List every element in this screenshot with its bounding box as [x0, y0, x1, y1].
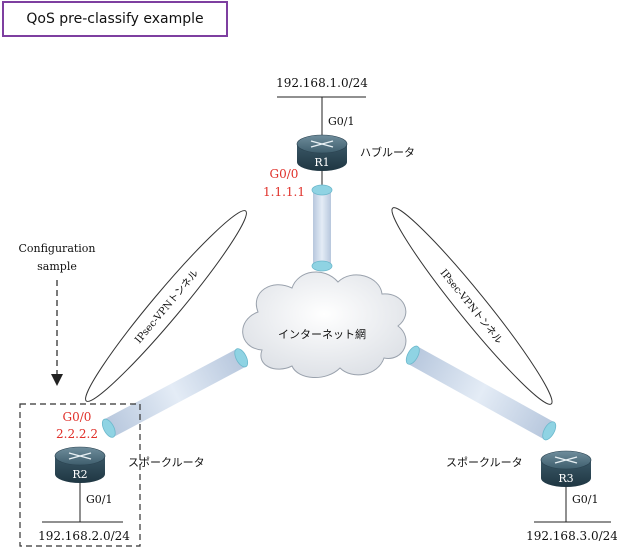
r1-lan-if: G0/1 [328, 115, 355, 128]
config-note-line2: sample [37, 260, 77, 273]
tube-r3-internet [405, 345, 557, 441]
config-sample-box [19, 403, 141, 547]
r2-lan-if: G0/1 [86, 493, 113, 506]
r1-name: R1 [314, 156, 329, 169]
internet-label: インターネット網 [278, 327, 366, 341]
network-r2: 192.168.2.0/24 [38, 529, 130, 543]
r1-role: ハブルータ [360, 145, 415, 159]
network-r1: 192.168.1.0/24 [276, 76, 368, 90]
tunnel-left-label: IPsec-VPNトンネル [133, 267, 201, 345]
lan-r2 [42, 480, 123, 523]
r1-wan-ip: 1.1.1.1 [263, 185, 305, 199]
title-box: QoS pre-classify example [2, 1, 228, 37]
r2-wan-ip: 2.2.2.2 [56, 427, 98, 441]
lan-r1 [277, 96, 366, 136]
r3-name: R3 [558, 472, 573, 485]
r2-role: スポークルータ [128, 456, 205, 469]
r2-name: R2 [72, 468, 87, 481]
router-arrows-icon [310, 140, 334, 148]
config-note-line1: Configuration [18, 242, 95, 255]
lan-r3 [534, 484, 611, 523]
r2-wan-if: G0/0 [63, 410, 92, 424]
tube-r2-internet [101, 348, 249, 438]
network-r3: 192.168.3.0/24 [526, 529, 617, 543]
router-arrows-icon [554, 456, 578, 464]
tunnel-left: IPsec-VPNトンネル [85, 210, 247, 402]
tunnel-right-label: IPsec-VPNトンネル [438, 267, 505, 346]
internet-cloud: インターネット網 [242, 271, 407, 378]
r3-role: スポークルータ [446, 456, 523, 469]
diagram-title: QoS pre-classify example [26, 11, 204, 27]
tube-r1-internet [311, 184, 333, 272]
r3-lan-if: G0/1 [572, 493, 599, 506]
router-arrows-icon [68, 452, 92, 460]
router-r1[interactable] [296, 134, 348, 171]
r1-wan-if: G0/0 [270, 167, 299, 181]
router-r3[interactable] [540, 450, 592, 487]
router-r2[interactable] [54, 446, 106, 483]
